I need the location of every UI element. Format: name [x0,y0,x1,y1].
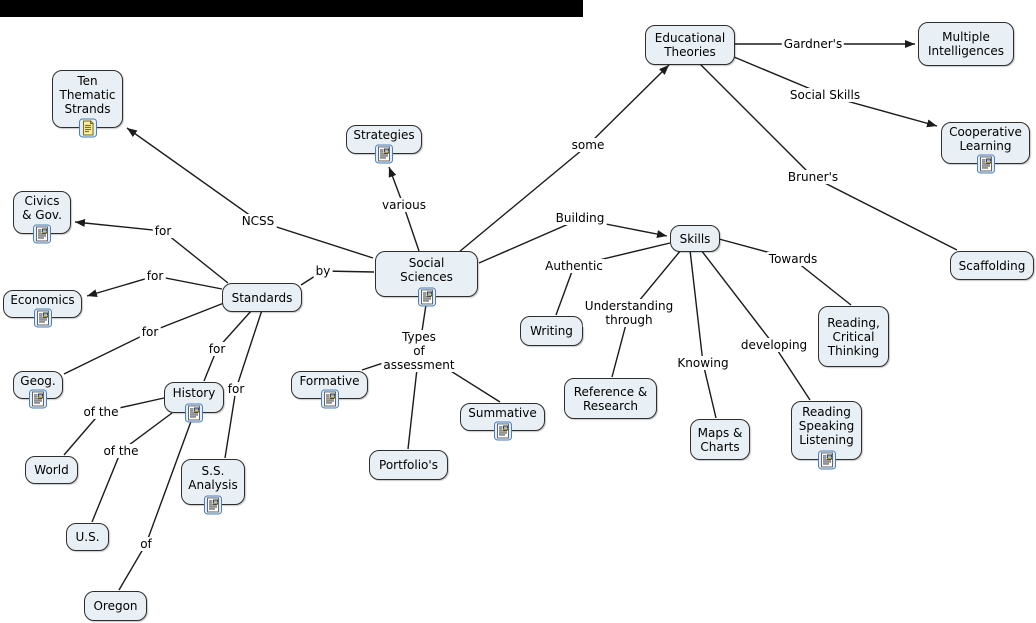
link-label-knowing[interactable]: Knowing [675,356,731,370]
node-label: Reference & Research [573,384,648,413]
node-standards[interactable]: Standards [222,283,302,312]
link-label-for-geog[interactable]: for [139,325,161,339]
webpage-icon[interactable] [418,287,436,306]
node-label: Skills [679,231,711,246]
node-label: Summative [468,405,537,420]
webpage-icon[interactable] [375,144,393,163]
node-label: Strategies [353,128,415,142]
node-strategies[interactable]: Strategies [346,125,422,154]
link-label-various[interactable]: various [380,198,428,212]
node-scaffolding[interactable]: Scaffolding [950,251,1034,280]
node-label: Cooperative Learning [949,124,1022,153]
node-label: World [34,463,69,477]
edge-skills-knowing-mapscharts[interactable] [689,249,717,419]
node-educational-theories[interactable]: Educational Theories [645,25,735,65]
link-label-for-history[interactable]: for [206,342,228,356]
node-multiple-intelligences[interactable]: Multiple Intelligences [918,22,1014,66]
link-label-understanding-through[interactable]: Understanding through [582,299,676,327]
node-social-sciences[interactable]: Social Sciences [375,251,478,297]
node-history[interactable]: History [164,382,224,413]
node-reading-speaking-listening[interactable]: Reading Speaking Listening [791,401,862,460]
node-oregon[interactable]: Oregon [84,591,147,621]
node-world[interactable]: World [25,456,78,484]
link-label-for-civics[interactable]: for [152,224,174,238]
webpage-icon[interactable] [818,450,836,469]
webpage-icon[interactable] [34,308,52,327]
node-economics[interactable]: Economics [3,290,82,318]
node-label: U.S. [75,530,100,544]
node-label: Social Sciences [400,255,453,284]
webpage-icon[interactable] [977,154,995,173]
link-label-types-of-assessment[interactable]: Types of assessment [381,330,457,372]
node-us[interactable]: U.S. [66,523,109,551]
link-label-gardners[interactable]: Gardner's [781,37,845,51]
link-label-of-the-world[interactable]: of the [81,405,121,419]
node-summative[interactable]: Summative [460,403,545,431]
node-label: Ten Thematic Strands [59,73,116,116]
link-label-for-economics[interactable]: for [144,269,166,283]
link-label-bruners[interactable]: Bruner's [785,170,841,184]
node-ten-thematic-strands[interactable]: Ten Thematic Strands [52,70,123,128]
node-label: Maps & Charts [697,425,743,454]
edge-skills-towards-readingcriticalthinking[interactable] [718,238,852,306]
link-label-authentic[interactable]: Authentic [543,259,605,273]
webpage-icon[interactable] [33,224,51,243]
node-label: Economics [10,292,75,307]
link-label-towards[interactable]: Towards [766,252,820,266]
node-label: Standards [231,290,293,305]
node-geog[interactable]: Geog. [13,371,63,399]
link-label-of-the-us[interactable]: of the [101,444,141,458]
node-ss-analysis[interactable]: S.S. Analysis [181,459,245,505]
edge-socialsciences-building-skills[interactable] [478,218,668,264]
node-formative[interactable]: Formative [291,371,368,399]
webpage-icon[interactable] [185,403,203,422]
webpage-icon[interactable] [321,389,339,408]
node-label: Civics & Gov. [22,194,62,222]
node-label: Reading, Critical Thinking [827,315,880,358]
edge-socialsciences-by-standards[interactable] [300,270,375,286]
node-writing[interactable]: Writing [520,316,583,346]
webpage-icon[interactable] [204,495,222,514]
node-civics-gov[interactable]: Civics & Gov. [13,191,71,234]
link-label-developing[interactable]: developing [738,338,810,352]
link-label-some[interactable]: some [569,138,607,152]
node-reading-critical-thinking[interactable]: Reading, Critical Thinking [818,306,889,367]
node-label: Writing [530,324,573,338]
node-portfolios[interactable]: Portfolio's [369,450,448,480]
document-icon[interactable] [79,118,97,137]
node-reference-research[interactable]: Reference & Research [564,378,657,419]
webpage-icon[interactable] [29,389,47,408]
link-label-building[interactable]: Building [553,211,607,225]
link-label-by[interactable]: by [313,264,333,278]
node-label: Scaffolding [958,258,1026,273]
node-maps-charts[interactable]: Maps & Charts [690,419,750,460]
node-label: S.S. Analysis [188,463,238,492]
node-label: History [172,386,216,400]
node-label: Multiple Intelligences [927,30,1005,58]
node-label: Oregon [93,599,138,613]
node-label: Geog. [20,373,56,388]
link-label-for-ss-analysis[interactable]: for [225,382,247,396]
link-label-ncss[interactable]: NCSS [239,214,277,228]
link-label-social-skills[interactable]: Social Skills [787,88,863,102]
node-label: Portfolio's [379,458,438,472]
edge-socialsciences-ncss-tenthematicstrands[interactable] [126,127,374,259]
edge-history-of-oregon[interactable] [118,415,194,591]
edge-skills-developing-readingspeakinglistening[interactable] [700,249,811,401]
node-cooperative-learning[interactable]: Cooperative Learning [941,122,1030,164]
node-label: Reading Speaking Listening [798,405,855,447]
top-black-bar [0,0,583,17]
node-skills[interactable]: Skills [670,225,720,252]
node-label: Educational Theories [654,31,726,59]
webpage-icon[interactable] [494,421,512,440]
node-label: Formative [299,373,360,388]
link-label-of-oregon[interactable]: of [138,537,154,551]
